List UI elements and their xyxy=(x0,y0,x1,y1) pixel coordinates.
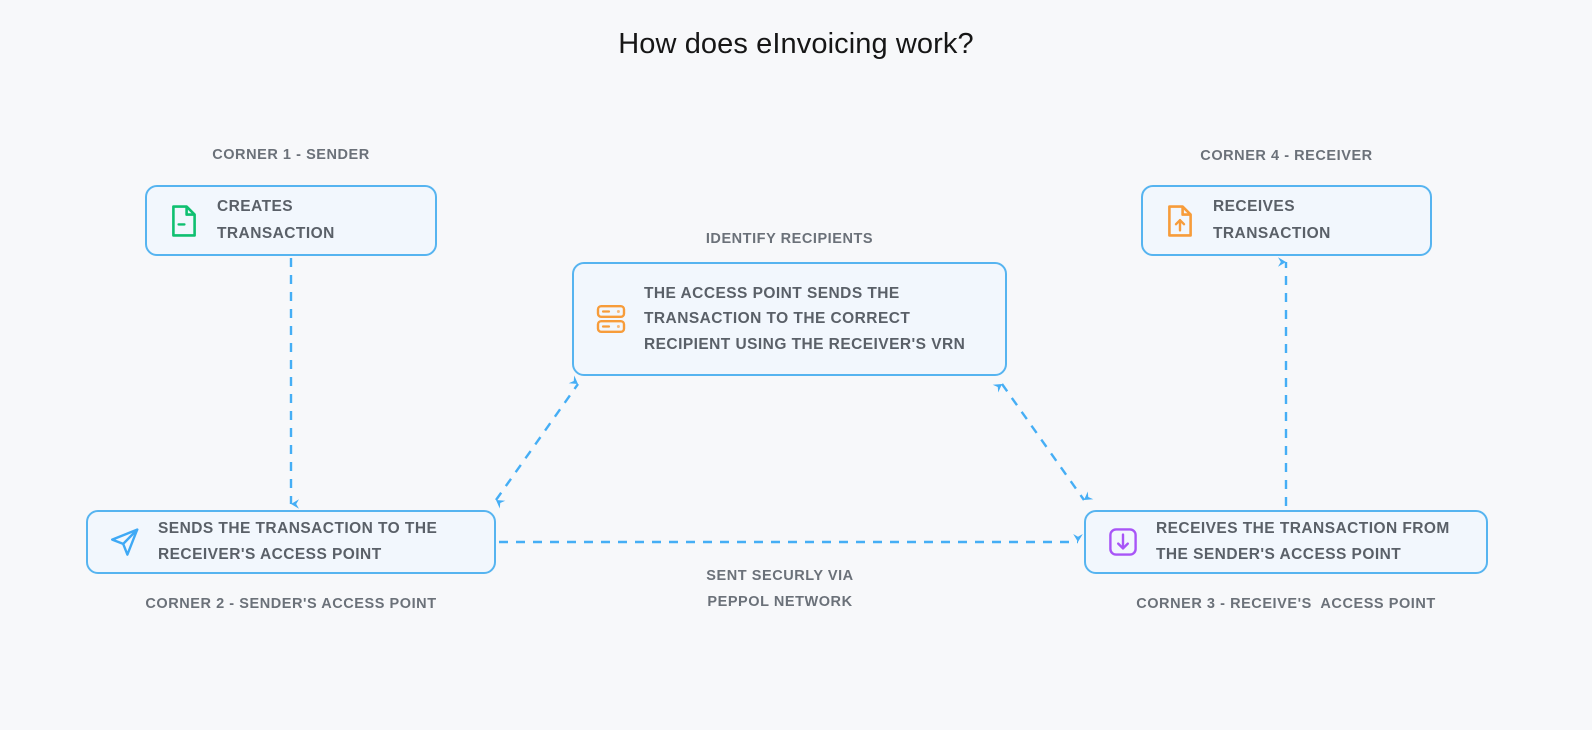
document-upload-icon xyxy=(1163,202,1197,240)
document-icon xyxy=(167,202,201,240)
node-label: CREATES TRANSACTION xyxy=(217,197,335,242)
arrow-access-point-to-receiver-ap xyxy=(992,383,1094,501)
caption-identify-recipients: IDENTIFY RECIPIENTS xyxy=(705,231,874,247)
caption-corner-1: CORNER 1 - SENDER xyxy=(212,147,370,163)
caption-corner-2: CORNER 2 - SENDER'S ACCESS POINT xyxy=(145,596,437,612)
download-icon xyxy=(1106,523,1140,561)
node-label: SENDS THE TRANSACTION TO THE RECEIVER'S … xyxy=(158,520,438,563)
node-label: RECEIVES TRANSACTION xyxy=(1213,197,1331,242)
node-creates-transaction[interactable]: CREATES TRANSACTION xyxy=(145,185,437,256)
node-sender-access-point[interactable]: SENDS THE TRANSACTION TO THE RECEIVER'S … xyxy=(86,510,496,574)
caption-corner-4: CORNER 4 - RECEIVER xyxy=(1200,148,1373,164)
node-receives-transaction[interactable]: RECEIVES TRANSACTION xyxy=(1141,185,1432,256)
server-icon xyxy=(594,300,628,338)
node-label: RECEIVES THE TRANSACTION FROM THE SENDER… xyxy=(1156,520,1450,563)
send-icon xyxy=(108,523,142,561)
node-receiver-access-point[interactable]: RECEIVES THE TRANSACTION FROM THE SENDER… xyxy=(1084,510,1488,574)
node-label: THE ACCESS POINT SENDS THE TRANSACTION T… xyxy=(644,284,966,353)
page-title: How does eInvoicing work? xyxy=(618,28,974,60)
caption-peppol-network: SENT SECURLY VIA PEPPOL NETWORK xyxy=(706,568,854,610)
arrow-sender-ap-to-access-point xyxy=(495,375,579,509)
node-access-point[interactable]: THE ACCESS POINT SENDS THE TRANSACTION T… xyxy=(572,262,1007,376)
caption-corner-3: CORNER 3 - RECEIVE'S ACCESS POINT xyxy=(1136,596,1436,612)
